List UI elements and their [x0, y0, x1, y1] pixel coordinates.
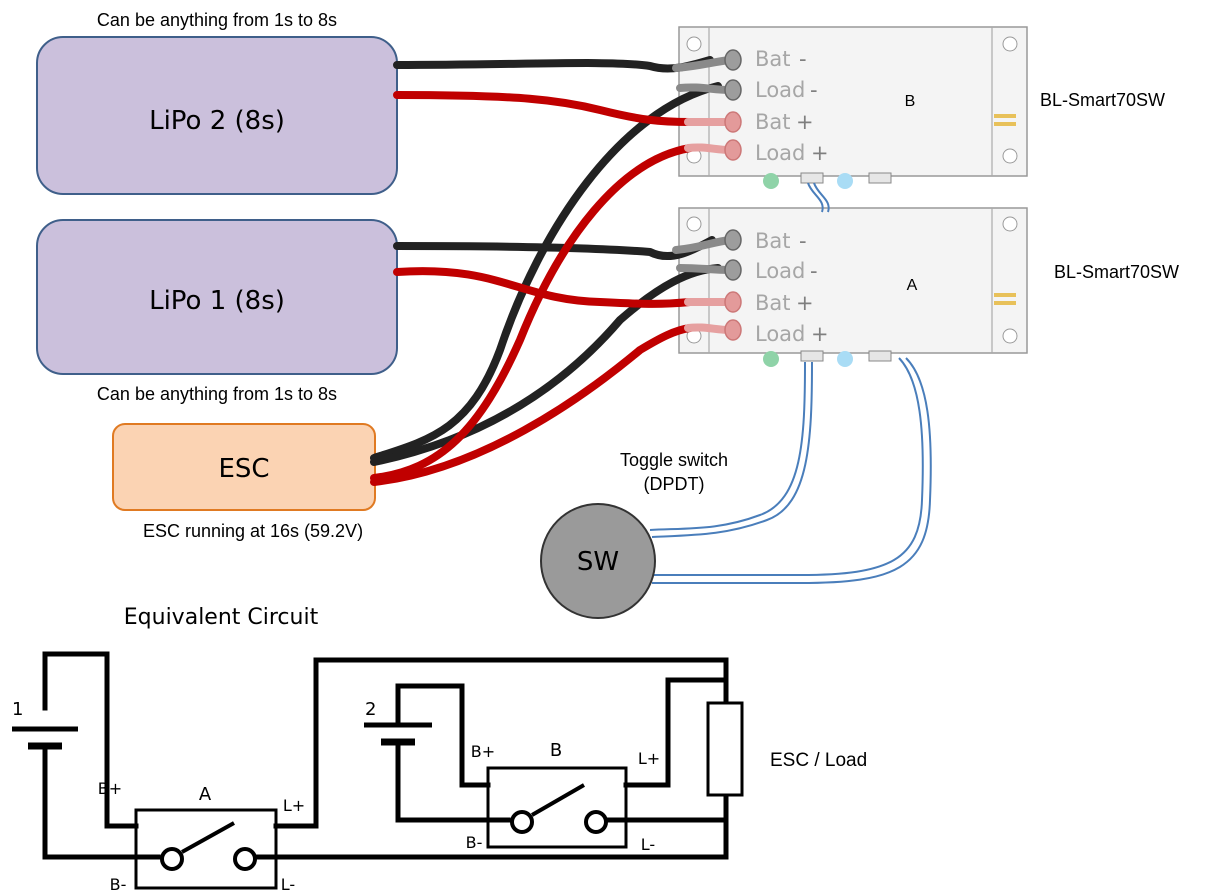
board-a-terminal-1-sign: - [799, 229, 807, 253]
board-a-terminal-3-name: Bat [755, 291, 791, 315]
switch-b-bplus: B+ [471, 742, 495, 761]
pink-terminals [724, 111, 742, 341]
circuit-title: Equivalent Circuit [124, 605, 319, 630]
battery-2-label: 2 [365, 699, 376, 720]
board-b-terminal-4-name: Load [755, 141, 805, 165]
board-b-terminal-1-sign: - [799, 47, 807, 71]
switch-b-symbol [486, 766, 628, 849]
board-a-terminal-4-sign: + [811, 322, 829, 346]
esc-note: ESC running at 16s (59.2V) [143, 521, 363, 541]
board-b-terminal-1-name: Bat [755, 47, 791, 71]
lipo2-label: LiPo 2 (8s) [149, 106, 285, 136]
board-a-terminal-3-sign: + [796, 291, 814, 315]
switch-a-name: A [199, 784, 212, 805]
switch-b-lminus: L- [641, 835, 655, 854]
toggle-switch[interactable]: SW [540, 503, 656, 619]
esc-label: ESC [218, 454, 269, 484]
board-b-terminal-3-name: Bat [755, 110, 791, 134]
board-b-letter: B [905, 93, 916, 110]
lipo2-note: Can be anything from 1s to 8s [97, 10, 337, 30]
switch-b-bminus: B- [466, 833, 483, 852]
red-wires [370, 91, 694, 486]
board-a-terminal-4-name: Load [755, 322, 805, 346]
lipo1-label: LiPo 1 (8s) [149, 286, 285, 316]
esc-box: ESC [112, 423, 376, 511]
load-resistor [706, 701, 744, 797]
battery-1-symbol [12, 726, 78, 750]
equivalent-circuit-wires [42, 651, 729, 860]
switch-caption-line1: Toggle switch [620, 450, 728, 470]
battery-1-label: 1 [12, 699, 23, 720]
switch-label: SW [577, 547, 619, 577]
switch-caption-line2: (DPDT) [644, 474, 705, 494]
load-label: ESC / Load [770, 750, 867, 771]
board-a-terminal-2-name: Load [755, 259, 805, 283]
switch-a-bminus: B- [110, 875, 127, 894]
board-a-terminal-2-sign: - [810, 259, 818, 283]
switch-a-lminus: L- [281, 875, 295, 894]
battery-2-symbol [364, 722, 432, 746]
board-a-letter: A [907, 277, 918, 294]
board-b-terminal-2-sign: - [810, 78, 818, 102]
board-a-model: BL-Smart70SW [1054, 262, 1179, 282]
board-a-terminal-1-name: Bat [755, 229, 791, 253]
switch-wires [649, 182, 932, 584]
switch-a-lplus: L+ [283, 796, 305, 815]
black-wires [370, 56, 722, 466]
switch-a-symbol [134, 808, 278, 890]
board-b-terminal-3-sign: + [796, 110, 814, 134]
board-b-terminal-4-sign: + [811, 141, 829, 165]
lipo1-battery: LiPo 1 (8s) [36, 219, 398, 375]
lipo1-note: Can be anything from 1s to 8s [97, 384, 337, 404]
board-b-model: BL-Smart70SW [1040, 90, 1165, 110]
lipo2-battery: LiPo 2 (8s) [36, 36, 398, 195]
switch-a-bplus: B+ [98, 779, 122, 798]
switch-b-lplus: L+ [638, 749, 660, 768]
board-b-terminal-2-name: Load [755, 78, 805, 102]
grey-terminals [724, 49, 742, 281]
switch-b-name: B [550, 740, 562, 761]
